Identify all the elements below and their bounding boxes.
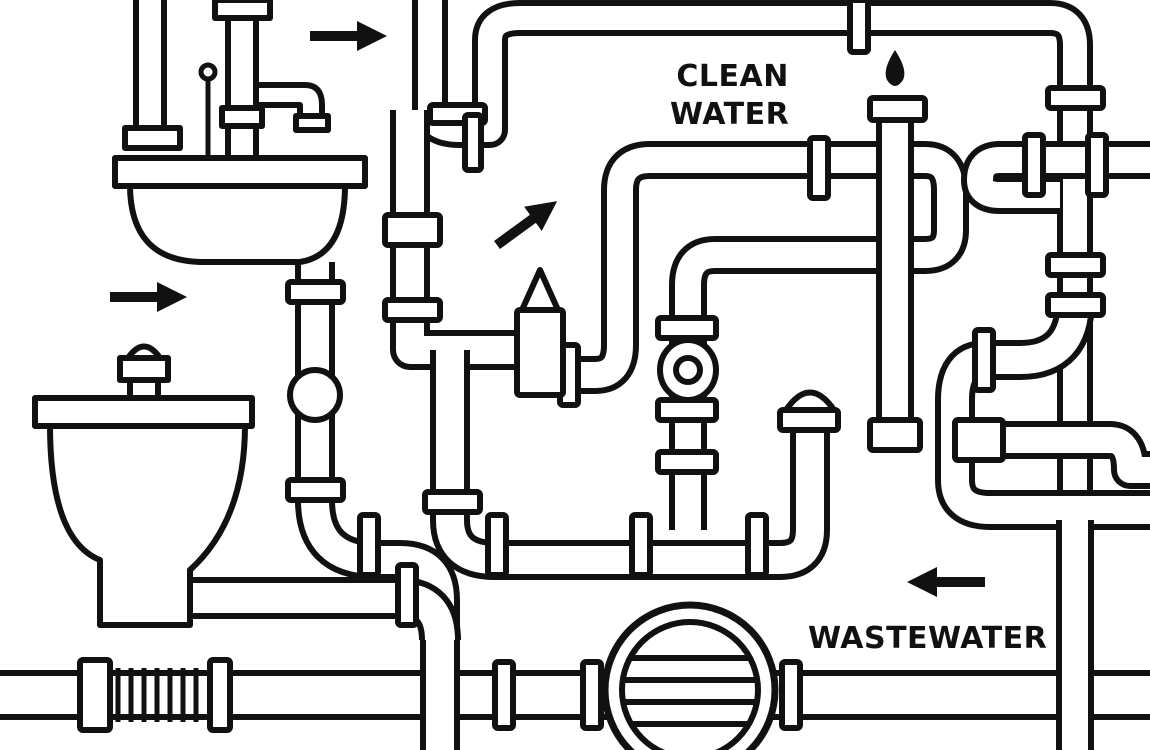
- pipe-coupling: [655, 397, 719, 423]
- pipe-coupling: [580, 659, 604, 731]
- pipe-coupling: [422, 489, 483, 515]
- pipe-coupling: [285, 279, 346, 305]
- right-waste-pipe: [935, 299, 1150, 530]
- drain-grate: [601, 601, 779, 750]
- flow-arrow-icon: [494, 201, 558, 250]
- pipe-coupling: [952, 417, 1006, 463]
- trap-valve: [287, 367, 343, 423]
- clean-water-label-line1: CLEAN: [676, 59, 789, 94]
- pipe-coupling: [462, 112, 484, 173]
- pipe-coupling: [485, 512, 509, 578]
- riser-pipe: [390, 110, 520, 370]
- pipe-coupling: [867, 417, 923, 453]
- pipe-coupling: [77, 657, 113, 733]
- wastewater-label: WASTEWATER: [808, 621, 1048, 656]
- pipe-coupling: [655, 449, 719, 475]
- pipe-coupling: [807, 135, 831, 201]
- toilet: [32, 343, 255, 628]
- pipe-coupling: [285, 477, 346, 503]
- pipe-coupling: [514, 307, 566, 398]
- vent-cone: [519, 267, 561, 313]
- clean-water-label: CLEAN WATER: [670, 58, 789, 134]
- serpentine-pipe: [560, 141, 969, 530]
- pipe-coupling: [207, 657, 233, 733]
- sink: [112, 0, 368, 265]
- pipe-coupling: [382, 212, 443, 248]
- pipe-coupling: [777, 407, 841, 433]
- side-pipe: [1000, 421, 1150, 489]
- pipe-coupling: [867, 95, 928, 123]
- pipe-coupling: [1085, 132, 1109, 198]
- pipe-coupling: [492, 659, 516, 731]
- pipe-coupling: [1045, 292, 1106, 318]
- pipe-coupling: [1045, 85, 1106, 111]
- pipe-coupling: [395, 562, 419, 628]
- water-drop-icon: [885, 50, 905, 86]
- pipe-coupling: [847, 0, 871, 55]
- pipe-coupling: [655, 315, 719, 341]
- pipe-coupling: [629, 512, 653, 578]
- pipe-coupling: [382, 297, 443, 323]
- pipe-coupling: [1045, 252, 1106, 278]
- pipe-coupling: [745, 512, 769, 578]
- clean-water-label-line2: WATER: [670, 97, 790, 132]
- pipe-coupling: [1022, 132, 1046, 198]
- right-loop-pipe: [961, 141, 1150, 214]
- pipe-coupling: [357, 512, 381, 578]
- pipe-coupling: [779, 659, 803, 731]
- pipe-coupling: [972, 327, 996, 393]
